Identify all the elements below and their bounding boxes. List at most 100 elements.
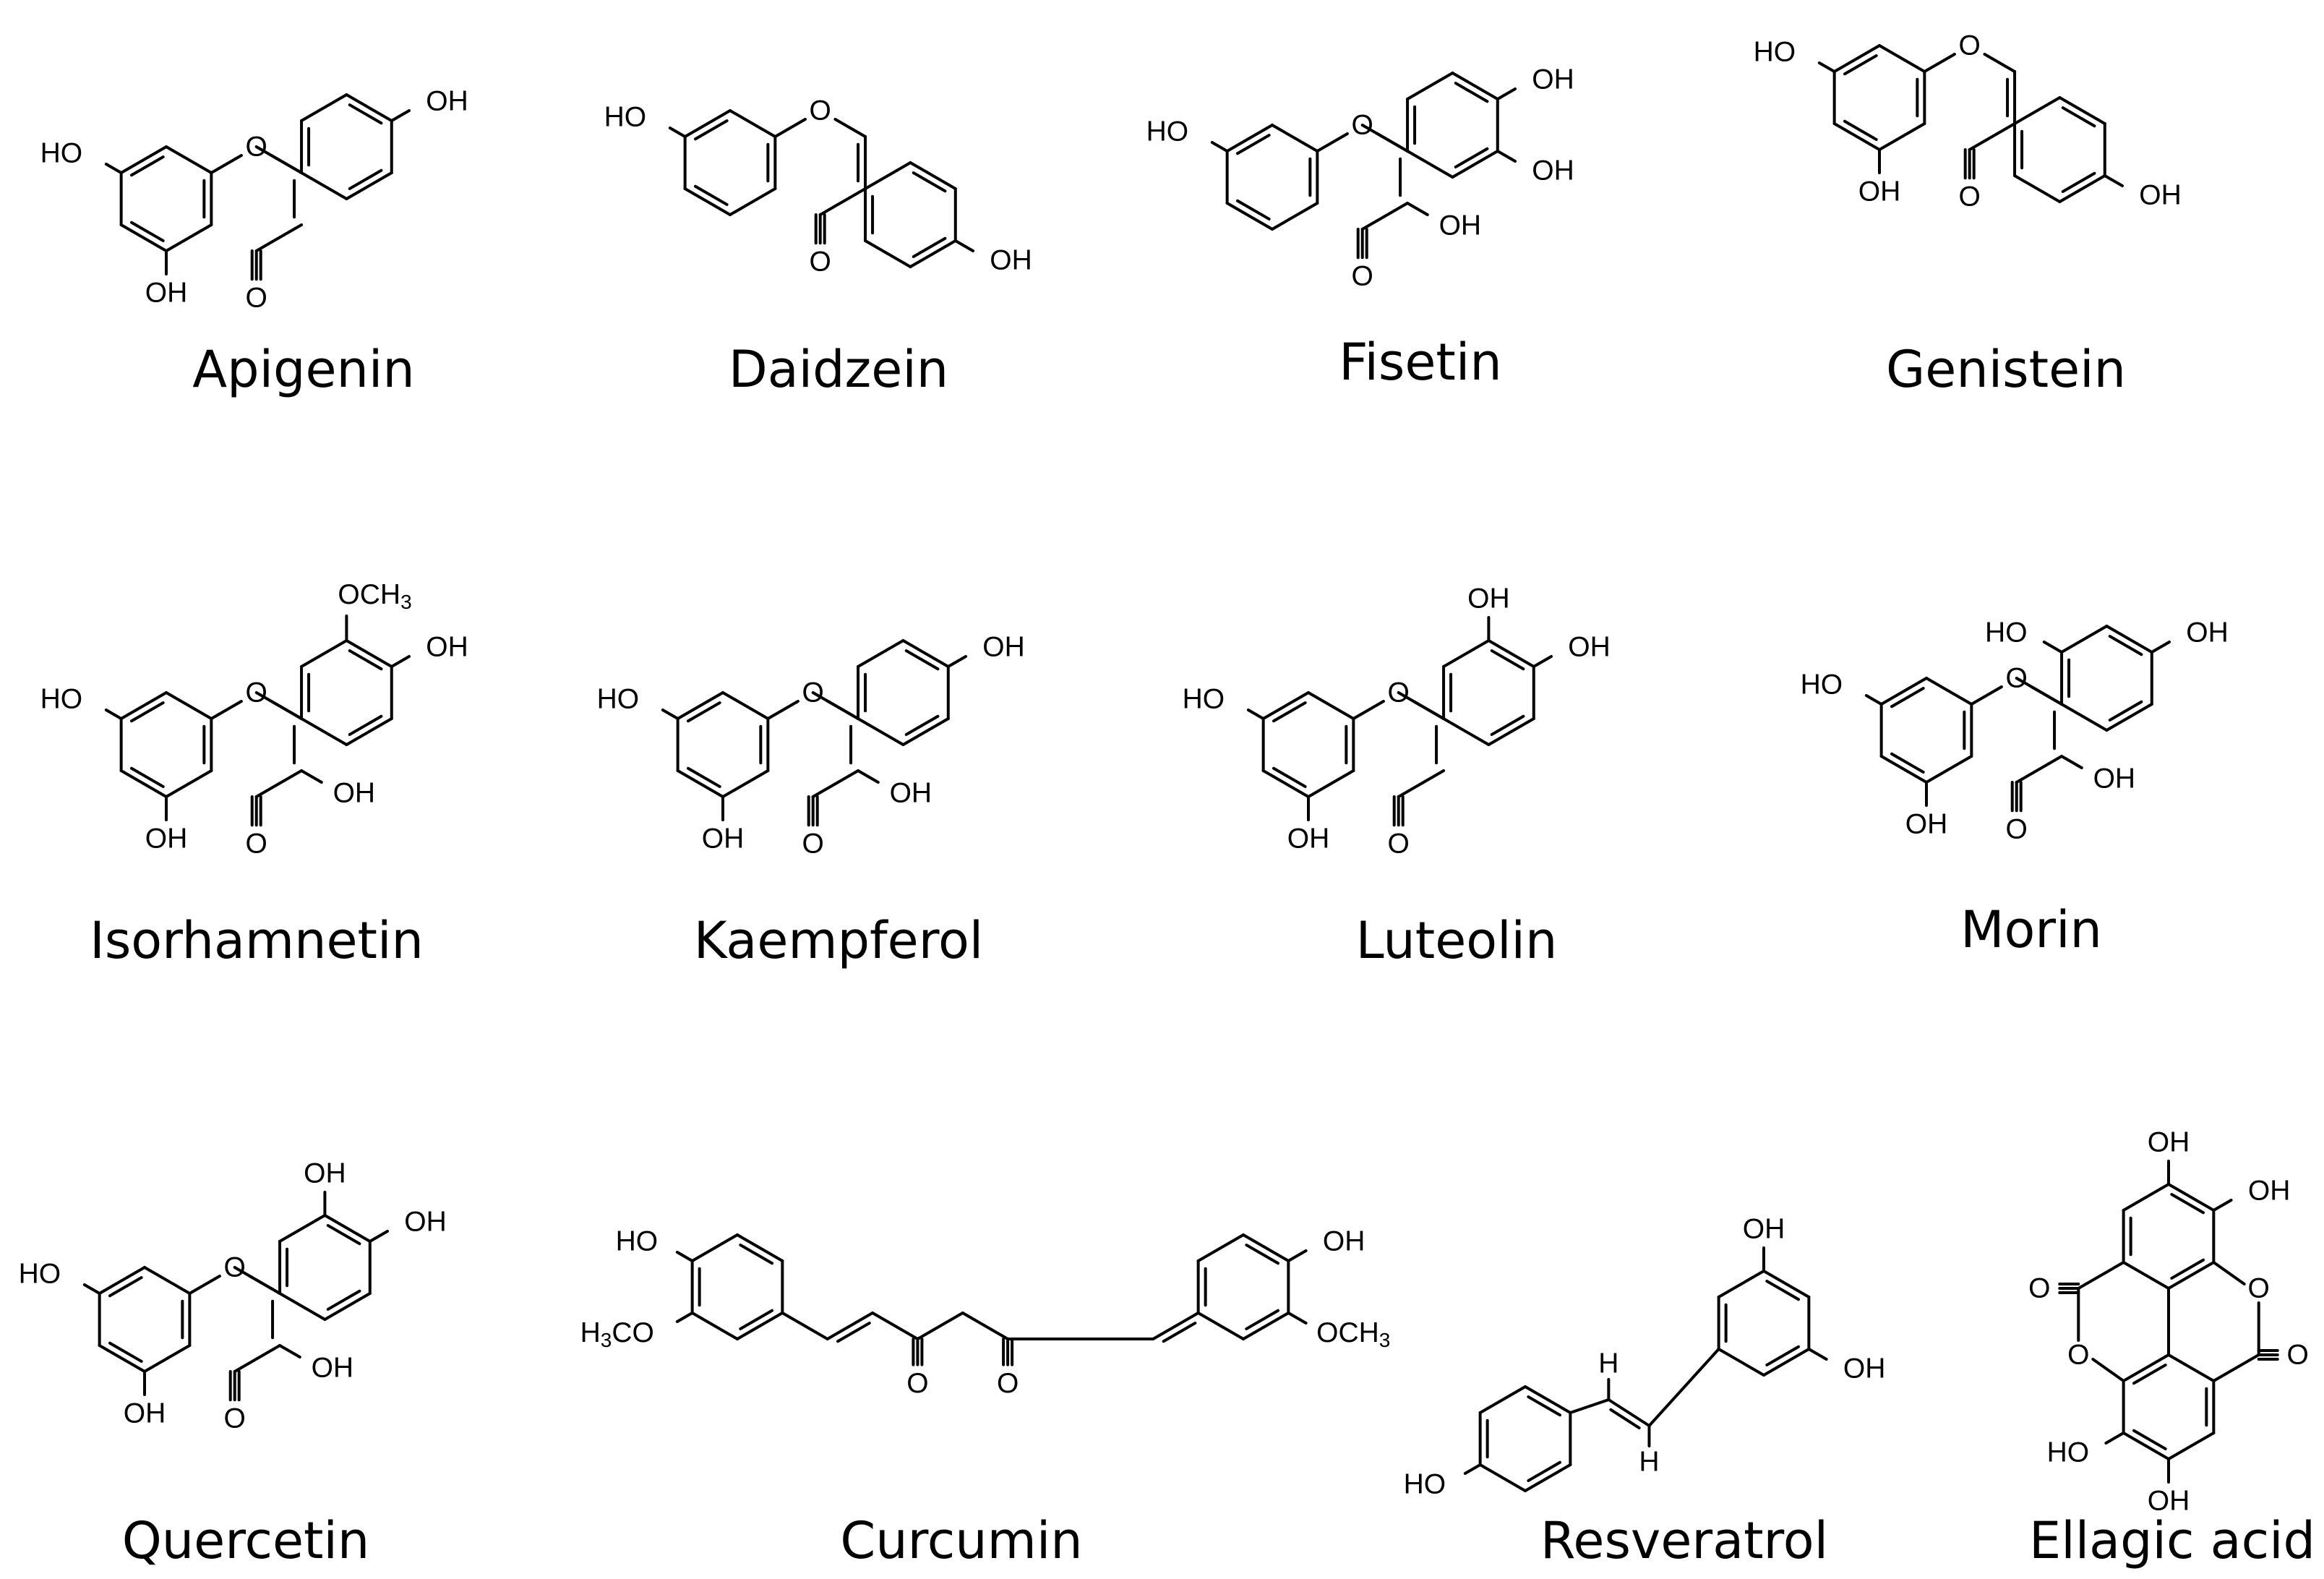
ring-bond-line xyxy=(901,717,950,746)
ring-bond-line xyxy=(143,1344,192,1373)
compound-name: Morin xyxy=(1960,900,2102,959)
ring-bond-line xyxy=(98,1266,146,1295)
ring-bond-line xyxy=(119,223,168,252)
ring-bond-line xyxy=(270,700,304,720)
ring-bond-line xyxy=(1451,72,1499,100)
double-bond-line xyxy=(904,649,940,671)
ring-bond-line xyxy=(736,1233,784,1262)
double-bond-line xyxy=(1843,54,1878,76)
ring-bond-line xyxy=(165,769,213,798)
ring-bond-line xyxy=(1762,1270,1811,1298)
hydroxyl-label: HO xyxy=(2047,1437,2090,1468)
ring-bond-line xyxy=(1307,691,1355,720)
methoxy-label: OCH3 xyxy=(338,579,411,613)
double-bond-line xyxy=(326,1224,361,1246)
substituent-bond-line xyxy=(104,709,123,720)
ring-bond-line xyxy=(345,93,393,122)
ring-bond-line xyxy=(2167,1432,2216,1460)
substituent-bond-line xyxy=(1406,202,1429,216)
double-bond-line xyxy=(739,1244,774,1265)
double-bond-line xyxy=(1765,1345,1801,1366)
ring-bond-line xyxy=(278,1292,327,1321)
ring-bond-line xyxy=(909,161,957,190)
compound-name: Kaempferol xyxy=(694,911,983,970)
double-bond-line xyxy=(1490,649,1525,671)
ring-bond-line xyxy=(1983,53,2017,73)
ring-bond-line xyxy=(1923,53,1956,73)
ring-bond-line xyxy=(1478,1463,1527,1492)
ring-bond-line xyxy=(1717,1270,1765,1298)
ring-bond-line xyxy=(143,1266,192,1295)
carbonyl-oxygen-label: O xyxy=(1959,181,1981,213)
substituent-bond-line xyxy=(1287,1249,1308,1262)
ring-bond-line xyxy=(2122,1261,2170,1290)
ring-bond-line xyxy=(1717,1348,1765,1377)
carbonyl-oxygen-label: O xyxy=(1388,829,1410,860)
ring-bond-line xyxy=(864,161,912,190)
methoxy-label: H3CO xyxy=(580,1317,654,1351)
ring-bond-line xyxy=(1242,1311,1290,1340)
hydroxyl-label: HO xyxy=(19,1259,61,1290)
ring-bond-line xyxy=(690,1233,739,1262)
substituent-bond-line xyxy=(946,655,968,668)
ring-bond-line xyxy=(300,639,348,668)
ring-bond-line xyxy=(323,1292,372,1321)
ring-bond-line xyxy=(2122,1353,2170,1382)
ring-bond-line xyxy=(233,1344,282,1373)
double-bond-line xyxy=(129,221,165,242)
ring-bond-line xyxy=(119,145,168,174)
ring-bond-line xyxy=(254,769,304,798)
carbonyl-oxygen-label: O xyxy=(2287,1340,2309,1371)
substituent-bond-line xyxy=(675,1311,694,1323)
hydroxyl-label: OH xyxy=(1532,64,1574,95)
substituent-bond-line xyxy=(2104,1432,2125,1445)
ring-bond-line xyxy=(1832,44,1881,73)
compound-name: Fisetin xyxy=(1339,333,1501,392)
hydroxyl-label: OH xyxy=(2186,617,2229,649)
hydroxyl-label: OH xyxy=(1568,632,1611,663)
ring-bond-line xyxy=(1832,122,1881,151)
lactone-bond-line xyxy=(2091,1358,2125,1382)
ring-bond-line xyxy=(2105,625,2153,654)
chain-bond-line xyxy=(781,1311,829,1340)
substituent-bond-line xyxy=(1496,150,1517,163)
ring-bond-line xyxy=(1406,150,1454,179)
ring-bond-line xyxy=(300,171,348,200)
double-bond-line xyxy=(129,155,165,177)
double-bond-line xyxy=(1454,82,1489,103)
hydrogen-label: H xyxy=(1639,1447,1659,1478)
hydroxyl-label: OH xyxy=(426,86,468,117)
ring-bond-line xyxy=(210,700,243,720)
ring-bond-line xyxy=(345,639,393,668)
substituent-bond-line xyxy=(278,1344,301,1358)
ring-bond-line xyxy=(345,171,393,200)
ring-bond-line xyxy=(1225,202,1274,231)
ring-bond-line xyxy=(345,717,393,746)
ring-bond-line xyxy=(1487,639,1535,668)
ring-bond-line xyxy=(721,691,770,720)
ring-bond-line xyxy=(690,1311,739,1340)
hydroxyl-label: HO xyxy=(1404,1469,1446,1500)
chain-bond-line xyxy=(1607,1398,1651,1427)
double-bond-line xyxy=(1843,119,1878,141)
double-bond-line xyxy=(348,103,383,125)
ring-bond-line xyxy=(1442,639,1491,668)
chain-bond-line xyxy=(1152,1311,1200,1340)
substituent-bond-line xyxy=(390,655,411,668)
double-bond-line xyxy=(1890,687,1925,709)
ring-bond-line xyxy=(857,717,905,746)
ring-oxygen-label: O xyxy=(1959,30,1981,61)
compound-name: Isorhamnetin xyxy=(90,911,424,970)
double-bond-line xyxy=(326,1289,361,1311)
ring-bond-line xyxy=(2030,685,2064,706)
double-bond-line xyxy=(129,766,165,788)
substituent-bond-line xyxy=(661,709,679,720)
ring-bond-line xyxy=(683,109,732,138)
lactone-bond-line xyxy=(2212,1261,2246,1285)
ring-bond-line xyxy=(1225,124,1274,153)
